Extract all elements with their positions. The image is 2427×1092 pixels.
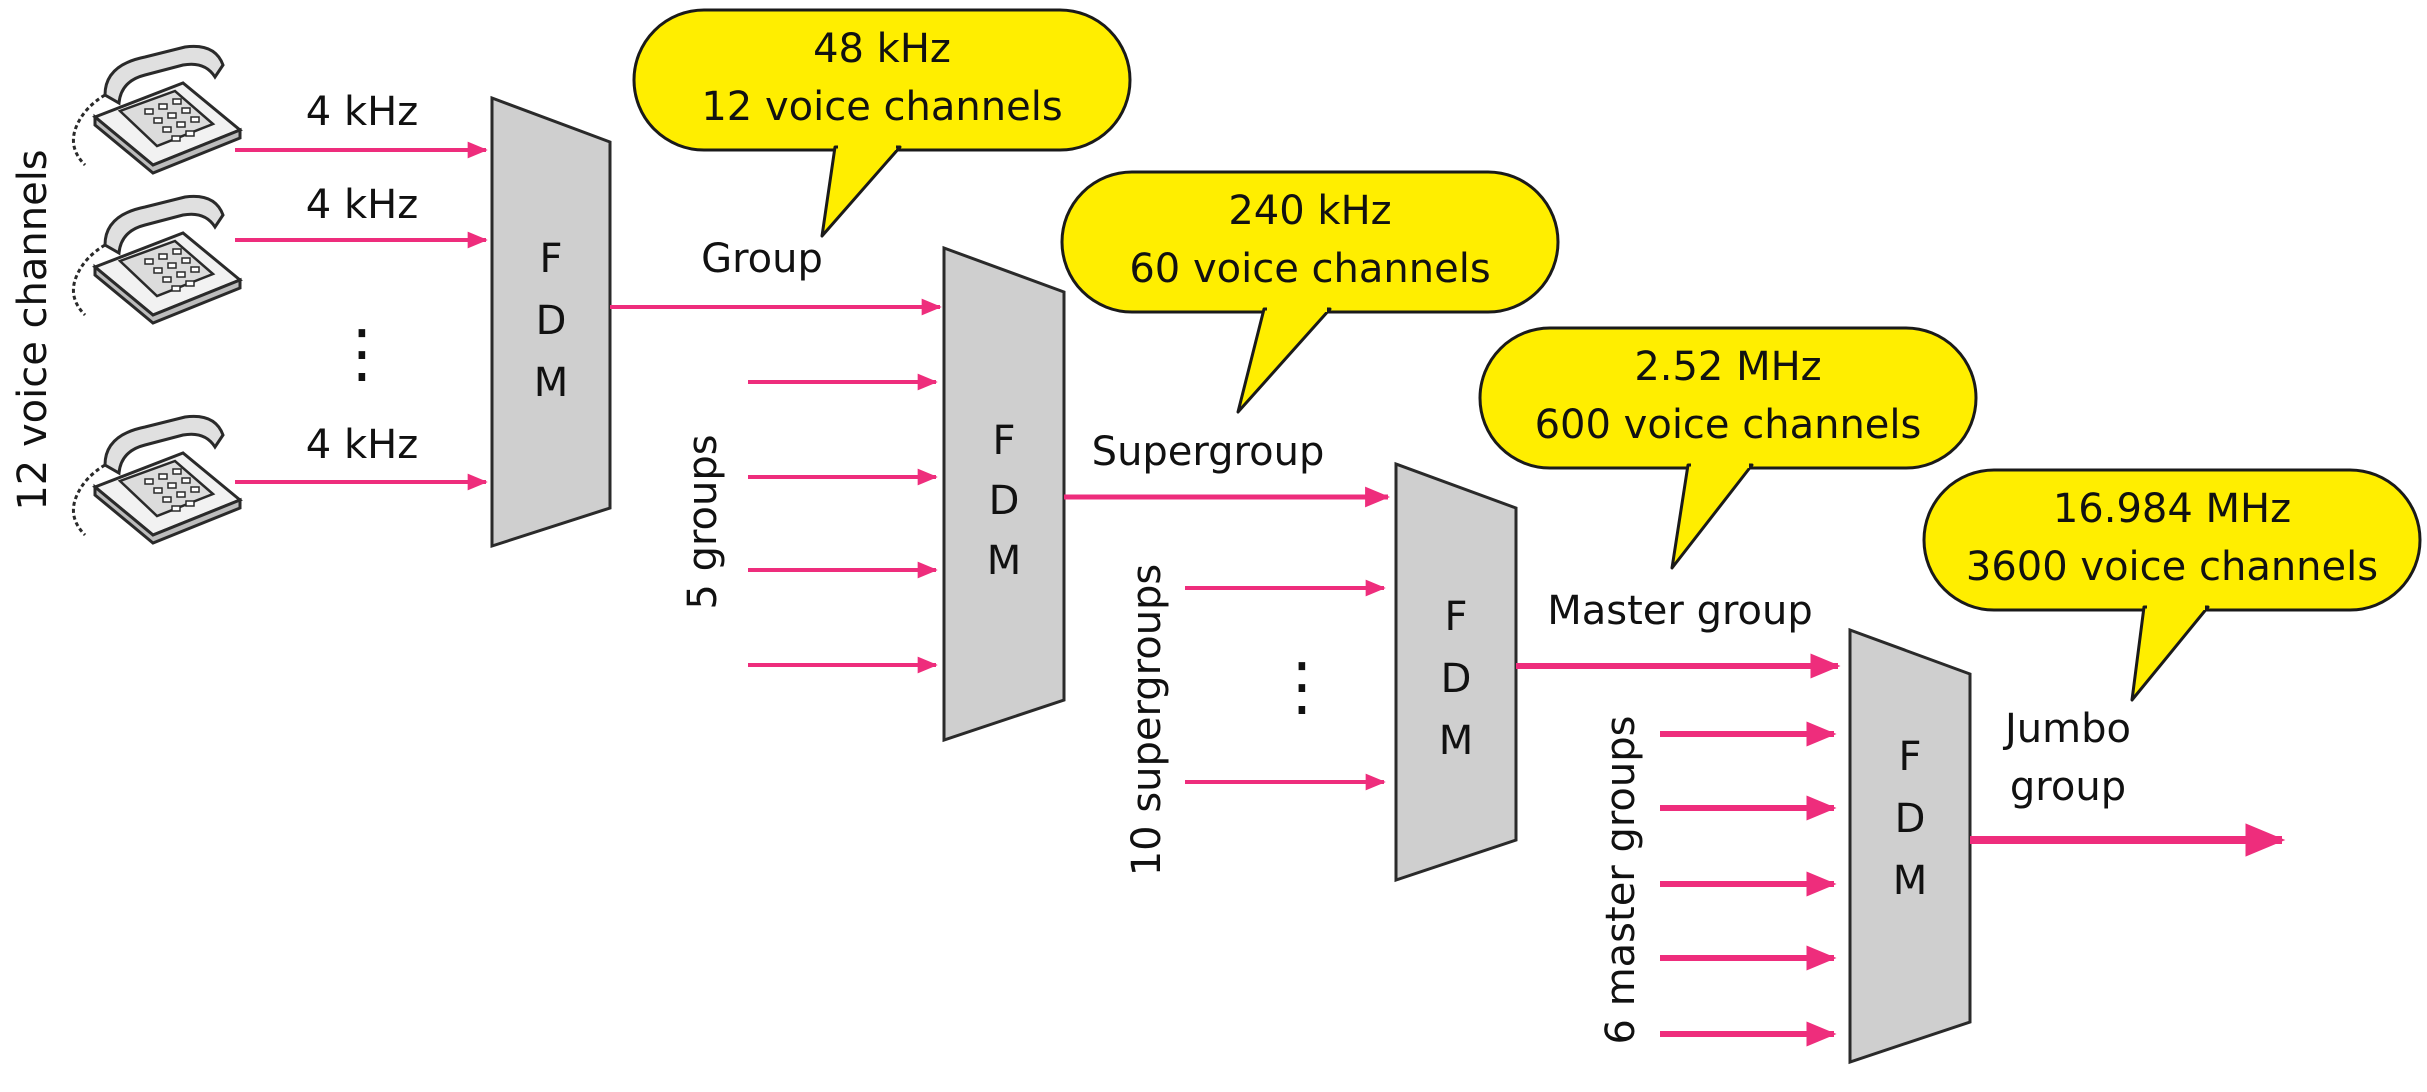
fdm-letter: F (1444, 594, 1467, 640)
supergroup-label: Supergroup (1092, 429, 1325, 475)
fdm-letter: F (1898, 734, 1921, 780)
callout-channels: 600 voice channels (1535, 402, 1922, 448)
fdm-letter: F (992, 418, 1015, 464)
master-groups-label: 6 master groups (1598, 716, 1644, 1045)
channel-bandwidth-label: 4 kHz (306, 182, 418, 228)
callout-channels: 12 voice channels (701, 84, 1062, 130)
callout-bandwidth: 240 kHz (1228, 188, 1391, 234)
telephone-icon (71, 194, 242, 325)
fdm-letter: D (989, 478, 1020, 524)
fdm-multiplexer (1394, 461, 1518, 883)
callout-bandwidth: 2.52 MHz (1634, 344, 1821, 390)
callout-bubble: 48 kHz 12 voice channels (632, 8, 1132, 238)
fdm-letter: D (536, 298, 567, 344)
telephone-icon (71, 414, 242, 545)
callout-bubble: 240 kHz 60 voice channels (1060, 170, 1560, 414)
jumbo-group-label: Jumbo (2002, 706, 2131, 752)
master-group-label: Master group (1547, 588, 1813, 634)
fdm-letter: M (534, 360, 569, 406)
channel-bandwidth-label: 4 kHz (306, 422, 418, 468)
fdm-letter: M (987, 538, 1022, 584)
callout-bandwidth: 48 kHz (813, 26, 951, 72)
group-label: Group (701, 236, 823, 282)
telephone-icon (71, 44, 242, 175)
fdm-multiplexer (1848, 627, 1972, 1065)
callout-channels: 3600 voice channels (1966, 544, 2378, 590)
channel-bandwidth-label: 4 kHz (306, 89, 418, 135)
fdm-letter: D (1441, 656, 1472, 702)
ellipsis-icon: ⋮ (1270, 650, 1334, 724)
ellipsis-icon: ⋮ (330, 317, 394, 391)
phone-group-label: 12 voice channels (10, 149, 56, 510)
groups-label: 5 groups (680, 434, 726, 609)
fdm-letter: F (539, 236, 562, 282)
supergroups-label: 10 supergroups (1124, 564, 1170, 877)
fdm-multiplexer (490, 95, 612, 549)
callout-bubble: 2.52 MHz 600 voice channels (1478, 326, 1978, 570)
callout-bandwidth: 16.984 MHz (2053, 486, 2291, 532)
fdm-letter: D (1895, 796, 1926, 842)
jumbo-group-label: group (2010, 764, 2126, 810)
callout-bubble: 16.984 MHz 3600 voice channels (1922, 468, 2422, 702)
callout-channels: 60 voice channels (1129, 246, 1490, 292)
fdm-multiplexer (942, 245, 1066, 743)
fdm-letter: M (1439, 718, 1474, 764)
fdm-letter: M (1893, 858, 1928, 904)
